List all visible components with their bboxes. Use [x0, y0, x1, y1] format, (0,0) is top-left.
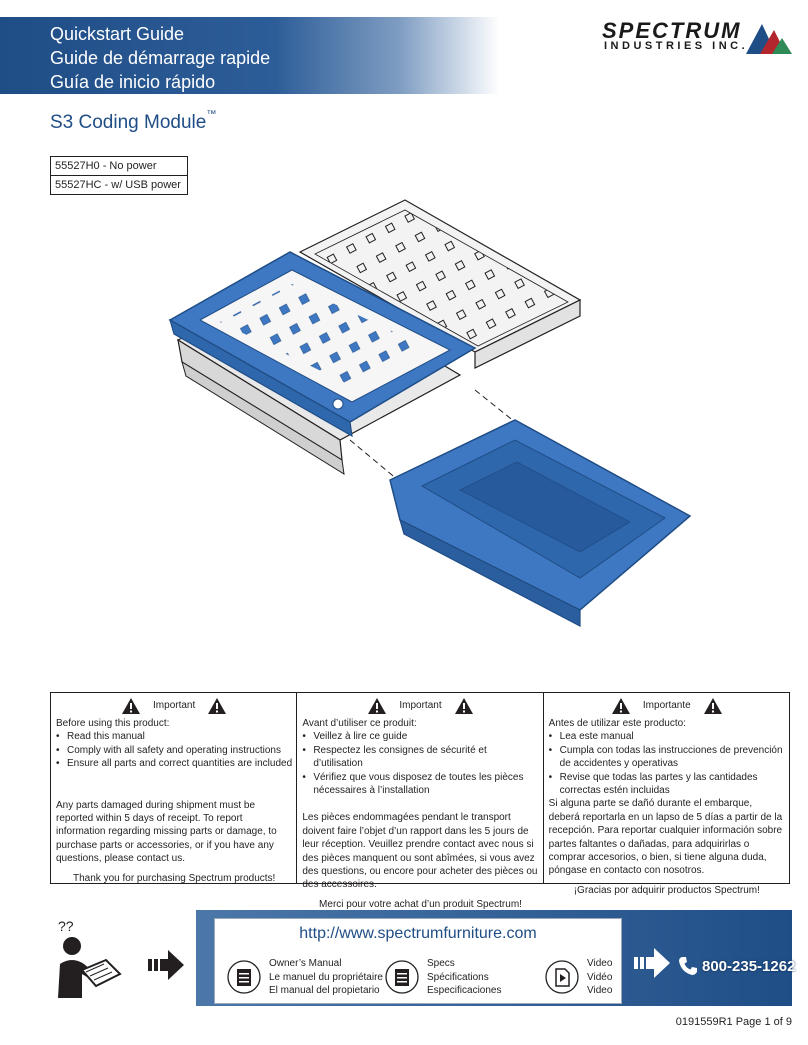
- document-page-number: 0191559R1 Page 1 of 9: [675, 1016, 792, 1028]
- video-text: Video Vidéo Video: [587, 957, 612, 998]
- warning-icon: [703, 698, 722, 714]
- important-thanks: ¡Gracias por adquirir productos Spectrum…: [573, 884, 760, 896]
- product-name: S3 Coding Module: [50, 112, 207, 133]
- phone-icon: [679, 957, 697, 975]
- important-intro: Antes de utilizar este producto:: [548, 718, 686, 729]
- video-icon: [545, 960, 579, 994]
- important-intro: Before using this product:: [56, 718, 170, 729]
- important-bullets: Read this manual Comply with all safety …: [56, 730, 292, 771]
- arrow-right-icon: [148, 950, 184, 980]
- important-bullet: Cumpla con todas las instrucciones de pr…: [549, 744, 785, 771]
- loose-bin-floor: [459, 461, 631, 553]
- important-header: Important: [302, 695, 538, 717]
- phone-contact[interactable]: 800-235-1262: [678, 956, 795, 976]
- manual-icon: [227, 960, 261, 994]
- frame-side: [474, 299, 581, 369]
- title-french: Guide de démarrage rapide: [50, 48, 271, 68]
- warning-icon: [208, 698, 227, 714]
- trademark-symbol: ™: [206, 108, 217, 120]
- resources-panel: http://www.spectrumfurniture.com Owner’s…: [214, 918, 622, 1004]
- model-row: 55527HC - w/ USB power: [50, 175, 188, 195]
- website-link[interactable]: http://www.spectrumfurniture.com: [299, 925, 537, 942]
- important-note: Si alguna parte se dañó durante el embar…: [548, 798, 783, 877]
- manual-label-fr: Le manuel du propriétaire: [269, 971, 383, 983]
- important-bullet: Ensure all parts and correct quantities …: [56, 757, 292, 771]
- manual-label-es: El manual del propietario: [269, 985, 380, 996]
- frame-drawer: [181, 360, 345, 475]
- important-bullet: Vérifiez que vous disposez de toutes les…: [302, 771, 538, 798]
- specs-label-en: Specs: [427, 958, 455, 969]
- important-notice-box: Important Before using this product: Rea…: [50, 692, 790, 910]
- specs-link[interactable]: Specs Spécifications Especificaciones: [385, 957, 501, 998]
- mounted-bin-front: [169, 318, 353, 438]
- video-label-es: Video: [587, 985, 613, 996]
- important-note: Les pièces endommagées pendant le transp…: [302, 812, 538, 891]
- title-english: Quickstart Guide: [50, 24, 185, 44]
- important-bullet: Comply with all safety and operating ins…: [56, 744, 292, 758]
- important-bullet: Veillez à lire ce guide: [302, 730, 538, 744]
- video-label-fr: Vidéo: [587, 971, 613, 983]
- model-cell: 55527H0 - No power: [50, 156, 188, 176]
- important-bullet: Respectez les consignes de sécurité et d…: [302, 744, 538, 771]
- important-column-french: Important Avant d’utiliser ce produit: V…: [297, 693, 544, 910]
- loose-bin-front: [399, 518, 581, 627]
- product-title: S3 Coding Module™: [50, 108, 217, 134]
- important-note: Any parts damaged during shipment must b…: [56, 799, 277, 865]
- warning-icon: [611, 698, 630, 714]
- warning-icon: [454, 698, 473, 714]
- important-column-spanish: Importante Antes de utilizar este produc…: [544, 693, 789, 896]
- important-bullet: Read this manual: [56, 730, 292, 744]
- important-heading: Important: [153, 700, 196, 712]
- important-heading: Important: [399, 700, 442, 712]
- frame-rear-grid: [314, 209, 569, 347]
- important-bullet: Lea este manual: [549, 730, 785, 744]
- header-band: [0, 17, 500, 94]
- warning-icon: [122, 698, 141, 714]
- question-marks: ??: [58, 918, 74, 934]
- important-intro: Avant d’utiliser ce produit:: [302, 718, 417, 729]
- important-bullets: Lea este manual Cumpla con todas las ins…: [549, 730, 785, 797]
- mounted-bin-grid: [220, 284, 432, 388]
- arrow-right-icon: [634, 948, 670, 978]
- video-label-en: Video: [587, 958, 613, 969]
- specs-label-es: Especificaciones: [427, 985, 502, 996]
- specs-icon: [385, 960, 419, 994]
- specs-text: Specs Spécifications Especificaciones: [427, 957, 501, 998]
- reading-person-icon: [58, 937, 122, 998]
- logo-mountain-icon: [746, 24, 792, 54]
- important-bullet: Revise que todas las partes y las cantid…: [549, 771, 785, 798]
- phone-number: 800-235-1262: [702, 957, 796, 975]
- logo-subtitle: INDUSTRIES INC.: [604, 40, 749, 52]
- manual-text: Owner’s Manual Le manuel du propriétaire…: [269, 957, 383, 998]
- logo-wordmark: SPECTRUM: [602, 18, 742, 43]
- mounted-bin-hole: [332, 398, 344, 410]
- important-heading: Importante: [642, 700, 691, 712]
- model-row: 55527H0 - No power: [50, 156, 188, 176]
- important-bullets: Veillez à lire ce guide Respectez les co…: [302, 730, 538, 797]
- important-header: Important: [56, 695, 292, 717]
- video-link[interactable]: Video Vidéo Video: [545, 957, 612, 998]
- title-spanish: Guía de inicio rápido: [50, 72, 216, 92]
- warning-icon: [368, 698, 387, 714]
- manual-label-en: Owner’s Manual: [269, 958, 342, 969]
- owners-manual-link[interactable]: Owner’s Manual Le manuel du propriétaire…: [227, 957, 383, 998]
- model-cell: 55527HC - w/ USB power: [50, 175, 188, 195]
- important-thanks: Merci pour votre achat d’un produit Spec…: [319, 898, 522, 910]
- important-column-english: Important Before using this product: Rea…: [51, 693, 298, 884]
- specs-label-fr: Spécifications: [427, 971, 489, 983]
- important-header: Importante: [549, 695, 785, 717]
- spectrum-logo: SPECTRUM INDUSTRIES INC.: [600, 18, 792, 58]
- model-table: 55527H0 - No power 55527HC - w/ USB powe…: [50, 156, 188, 195]
- important-thanks: Thank you for purchasing Spectrum produc…: [73, 872, 276, 884]
- coding-module-illustration: [168, 199, 692, 627]
